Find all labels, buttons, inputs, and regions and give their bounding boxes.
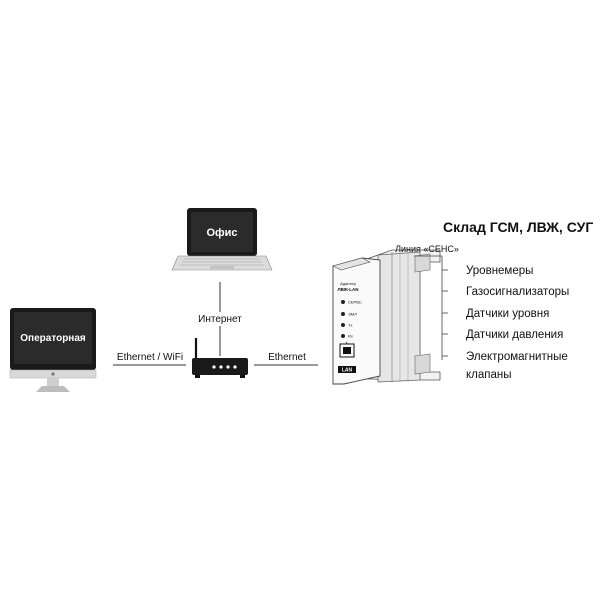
site-item: Электромагнитные (466, 351, 568, 363)
din-controller: Адаптер ЛВЖ-LAN СЕРВС ЭМЛ Tx Rx LAN (332, 249, 441, 385)
controller-model: ЛВЖ-LAN (337, 287, 358, 292)
controller-top-label: Адаптер (340, 281, 356, 286)
led-rx (341, 334, 345, 338)
led-label: ЭМЛ (348, 312, 357, 317)
office-label: Офис (206, 227, 237, 239)
site-item: Газосигнализаторы (466, 286, 569, 298)
site-title: Склад ГСМ, ЛВЖ, СУГ (443, 219, 593, 235)
sensor-ticks (442, 269, 448, 357)
led-tx (341, 323, 345, 327)
label-internet: Интернет (198, 314, 242, 325)
operator-monitor: Операторная (9, 308, 97, 392)
controller-lan-label: LAN (342, 368, 353, 374)
office-laptop: Офис (171, 208, 273, 271)
led-label: Tx (348, 323, 352, 328)
led-eml (341, 312, 345, 316)
router (192, 338, 248, 378)
site-item: Уровнемеры (466, 265, 533, 277)
label-ethernet-wifi: Ethernet / WiFi (117, 352, 183, 363)
led-label: Rx (348, 334, 353, 339)
label-ethernet: Ethernet (268, 352, 306, 363)
site-item: клапаны (466, 369, 512, 381)
label-sensor-line: Линия «СЕНС» (395, 244, 459, 254)
led-servs (341, 300, 345, 304)
led-label: СЕРВС (348, 300, 362, 305)
site-item: Датчики уровня (466, 308, 549, 320)
site-item: Датчики давления (466, 329, 563, 341)
operator-label: Операторная (20, 333, 86, 344)
